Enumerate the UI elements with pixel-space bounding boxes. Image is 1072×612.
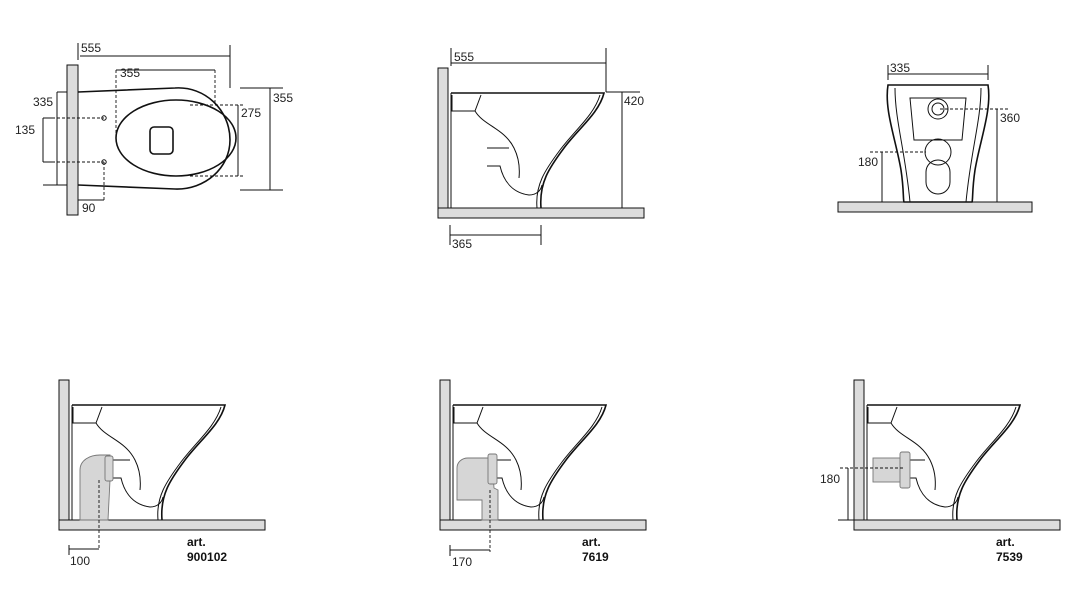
plan-dim-355-seat: 355 [120, 66, 140, 80]
variant-3-dim: 180 [820, 472, 840, 486]
plan-dim-90: 90 [82, 201, 96, 215]
plan-dim-275: 275 [241, 106, 261, 120]
plan-dim-135: 135 [15, 123, 35, 137]
front-view: 335 360 180 [837, 61, 1033, 213]
side-dim-420: 420 [624, 94, 644, 108]
plan-dim-555: 555 [81, 41, 101, 55]
variant-1-art-number: 900102 [187, 550, 227, 564]
front-dim-360: 360 [1000, 111, 1020, 125]
plan-dim-335: 335 [33, 95, 53, 109]
side-view: 555 420 365 [437, 48, 645, 251]
variant-1-dim: 100 [70, 554, 90, 568]
plan-dim-355-width: 355 [273, 91, 293, 105]
variant-7539: 180 art. 7539 [820, 379, 1061, 564]
variant-900102: 100 art. 900102 [58, 379, 266, 568]
variant-2-art-number: 7619 [582, 550, 609, 564]
front-dim-335: 335 [890, 61, 910, 75]
plan-view: 555 355 335 135 275 355 90 [15, 41, 293, 216]
variant-2-dim: 170 [452, 555, 472, 569]
variant-3-art-label: art. [996, 535, 1015, 549]
variant-1-art-label: art. [187, 535, 206, 549]
front-dim-180: 180 [858, 155, 878, 169]
side-dim-555: 555 [454, 50, 474, 64]
variant-2-art-label: art. [582, 535, 601, 549]
variant-7619: 170 art. 7619 [439, 379, 647, 569]
variant-3-art-number: 7539 [996, 550, 1023, 564]
side-dim-365: 365 [452, 237, 472, 251]
